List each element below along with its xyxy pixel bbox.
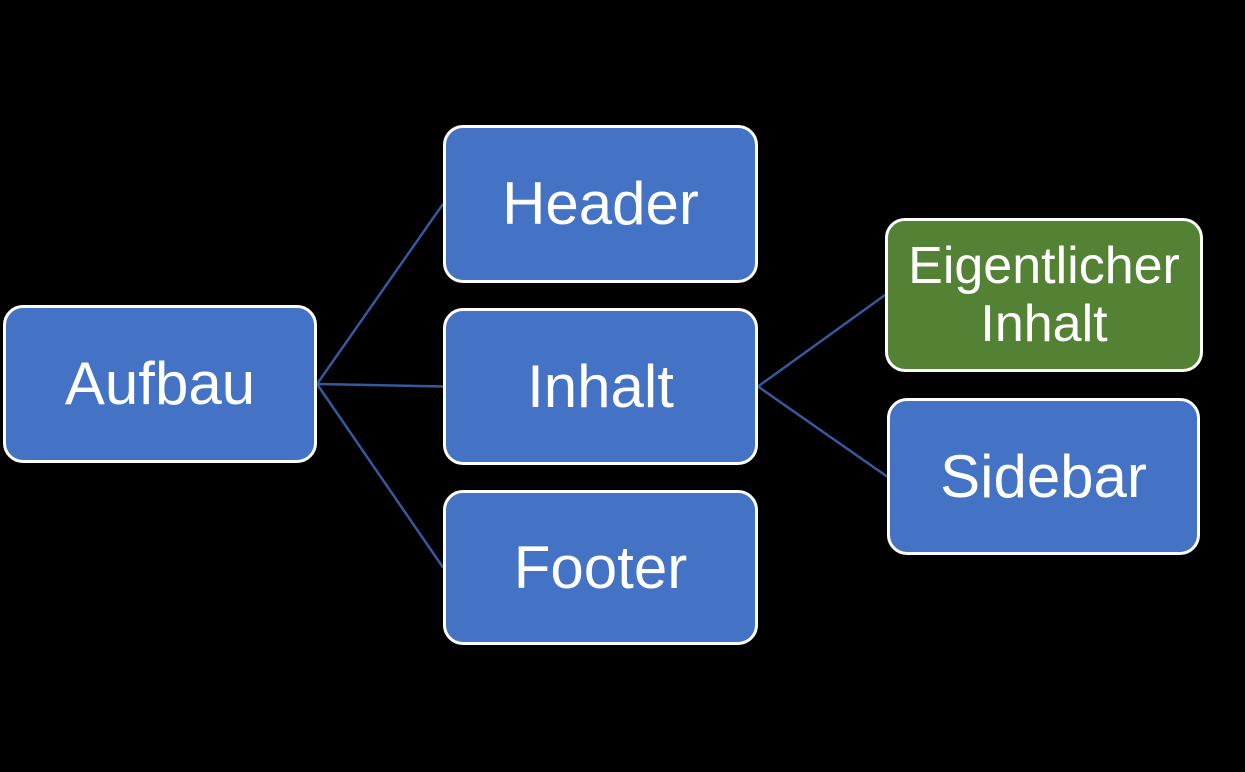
connector-aufbau-inhalt (316, 382, 444, 388)
connector-inhalt-sidebar (757, 385, 888, 478)
node-eigentlicher-inhalt[interactable]: Eigentlicher Inhalt (885, 218, 1203, 372)
node-header[interactable]: Header (443, 125, 758, 283)
node-sidebar[interactable]: Sidebar (887, 398, 1200, 555)
node-label: Header (502, 170, 699, 238)
node-footer[interactable]: Footer (443, 490, 758, 645)
node-inhalt[interactable]: Inhalt (443, 308, 758, 465)
node-label: Eigentlicher Inhalt (908, 236, 1180, 353)
node-aufbau[interactable]: Aufbau (3, 305, 317, 463)
node-label: Sidebar (940, 442, 1147, 510)
connector-aufbau-header (315, 203, 445, 385)
connector-aufbau-footer (315, 383, 445, 569)
connector-inhalt-eigentlicher-inhalt (757, 293, 886, 388)
node-label: Inhalt (527, 352, 674, 420)
node-label: Aufbau (64, 350, 256, 418)
node-label: Footer (513, 533, 688, 601)
